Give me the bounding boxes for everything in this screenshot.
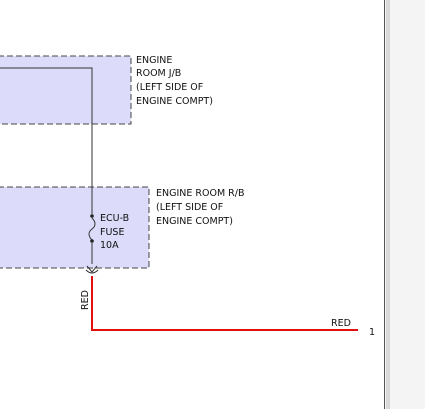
rb-label-line-1: ENGINE ROOM R/B <box>156 188 245 199</box>
rb-label-line-3: ENGINE COMPT) <box>156 216 233 227</box>
connector-arc <box>85 269 99 274</box>
rb-label-line-2: (LEFT SIDE OF <box>156 202 223 213</box>
red-wire <box>91 276 358 331</box>
panel-shadow <box>386 0 390 409</box>
jb-label-line-3: (LEFT SIDE OF <box>136 82 203 93</box>
horizontal-wire-color-label: RED <box>331 318 351 329</box>
right-panel-background <box>384 0 425 409</box>
jb-label-line-4: ENGINE COMPT) <box>136 96 213 107</box>
wire-jb-to-fuse <box>0 67 93 214</box>
fuse-terminal-bottom <box>90 239 94 243</box>
fuse-symbol <box>88 214 96 243</box>
fuse-label-rating: 10A <box>100 240 119 251</box>
fuse-element <box>88 217 96 241</box>
vertical-wire-color-label: RED <box>80 290 91 310</box>
engine-room-jb-box <box>0 55 132 125</box>
jb-label-line-2: ROOM J/B <box>136 68 181 79</box>
engine-room-rb-box <box>0 186 150 269</box>
fuse-terminal-top <box>90 214 94 218</box>
jb-label-line-1: ENGINE <box>136 55 172 66</box>
connector-symbol <box>85 265 99 274</box>
pin-number-label: 1 <box>369 327 375 338</box>
fuse-label-type: FUSE <box>100 227 124 238</box>
connector-chevron <box>86 265 98 273</box>
fuse-label-name: ECU-B <box>100 213 129 224</box>
